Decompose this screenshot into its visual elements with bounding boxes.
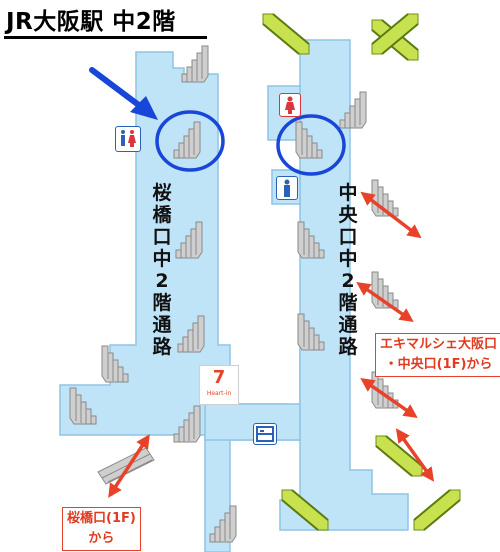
page-title: JR大阪駅 中2階 — [6, 9, 176, 35]
escalator — [413, 489, 461, 531]
restroom-icon — [115, 126, 141, 152]
highlight-circle — [276, 114, 346, 176]
mens-restroom-icon — [276, 176, 298, 200]
highlight-circle — [155, 110, 225, 172]
escalator — [262, 13, 310, 55]
callout-line: ・中央口(1F)から — [384, 357, 493, 372]
corridor-label-central: 中央口中2階通路 — [338, 182, 358, 358]
callout-ekimarche: エキマルシェ大阪口 ・中央口(1F)から — [375, 333, 500, 377]
title-underline — [4, 36, 207, 39]
womens-restroom-icon — [279, 93, 301, 117]
pointer-arrow — [89, 67, 158, 120]
floor-area — [59, 39, 409, 552]
store-name: Heart-in — [206, 390, 232, 397]
convenience-store-icon: 7 Heart-in — [199, 365, 239, 405]
callout-sakurabashi: 桜橋口(1F) から — [62, 507, 141, 551]
coin-locker-icon — [253, 423, 277, 445]
callout-line: エキマルシェ大阪口 — [380, 337, 498, 352]
corridor-label-west: 桜橋口中2階通路 — [152, 182, 172, 358]
callout-line: から — [88, 531, 115, 546]
store-brand-logo: 7 — [212, 367, 226, 388]
direction-arrow — [108, 191, 435, 498]
callout-line: 桜橋口(1F) — [67, 511, 136, 526]
